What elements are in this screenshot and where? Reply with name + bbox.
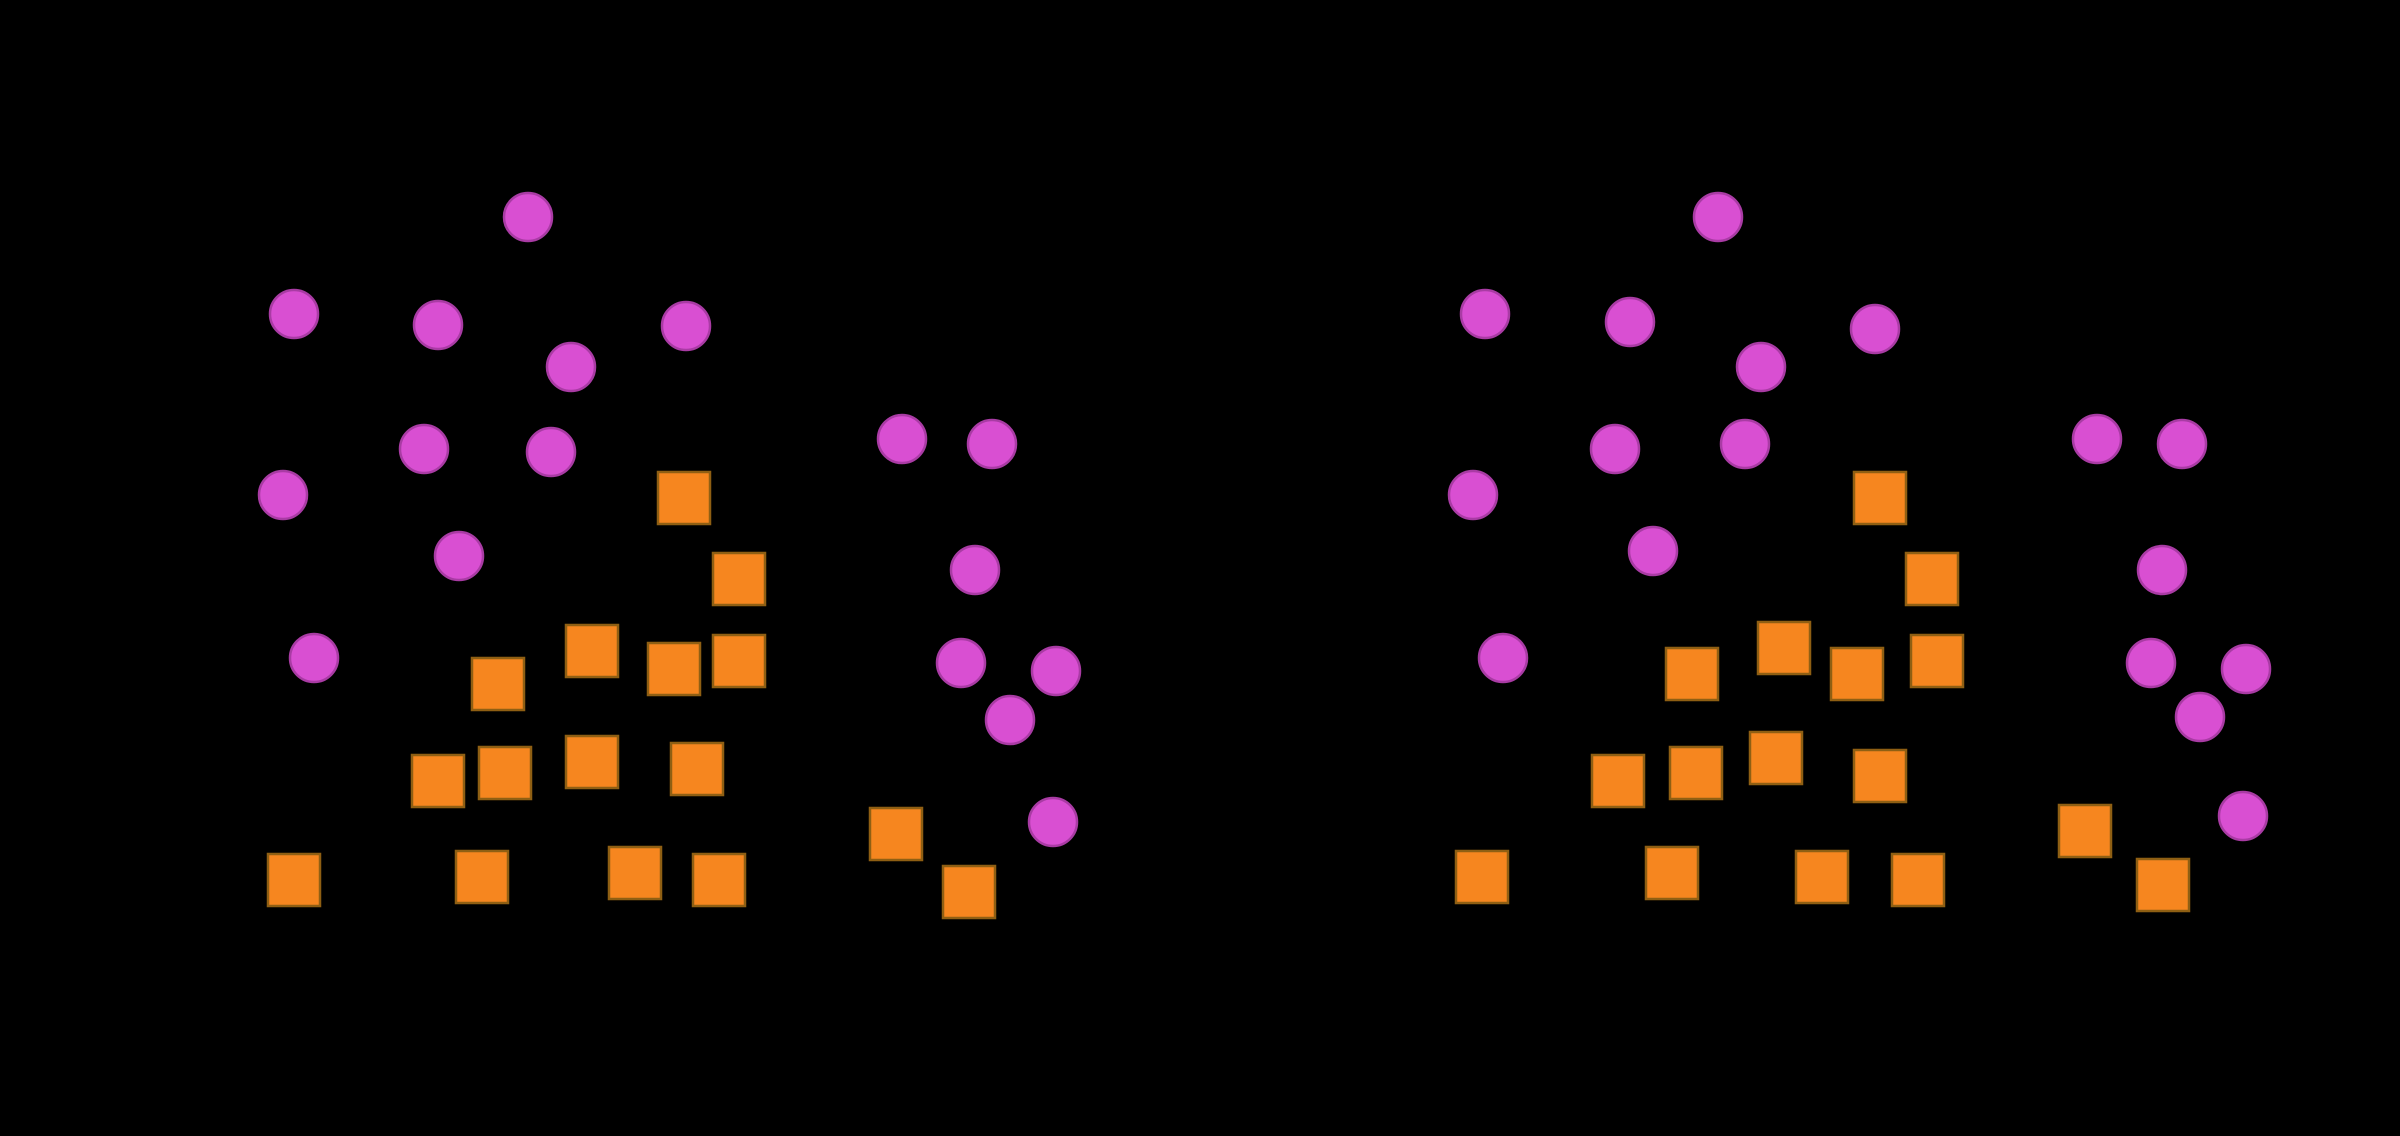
data-point-circle <box>1027 796 1079 848</box>
data-point-circle <box>525 426 577 478</box>
data-point-square <box>564 734 620 790</box>
data-point-square <box>266 852 322 908</box>
data-point-square <box>711 551 767 607</box>
data-point-circle <box>1735 341 1787 393</box>
data-point-circle <box>1627 525 1679 577</box>
data-point-circle <box>268 288 320 340</box>
data-point-circle <box>1604 296 1656 348</box>
data-point-square <box>691 852 747 908</box>
data-point-circle <box>984 694 1036 746</box>
data-point-square <box>454 849 510 905</box>
data-point-square <box>1904 551 1960 607</box>
data-point-circle <box>398 423 450 475</box>
data-point-circle <box>966 418 1018 470</box>
data-point-square <box>711 633 767 689</box>
data-point-circle <box>1692 191 1744 243</box>
data-point-square <box>1664 646 1720 702</box>
data-point-square <box>941 864 997 920</box>
data-point-square <box>1852 748 1908 804</box>
data-point-square <box>1668 745 1724 801</box>
data-point-circle <box>2136 544 2188 596</box>
data-point-circle <box>433 530 485 582</box>
data-point-square <box>1794 849 1850 905</box>
data-point-square <box>477 745 533 801</box>
data-point-square <box>1454 849 1510 905</box>
data-point-circle <box>257 469 309 521</box>
data-point-square <box>410 753 466 809</box>
data-point-circle <box>2174 691 2226 743</box>
data-point-circle <box>1719 418 1771 470</box>
data-point-square <box>669 741 725 797</box>
data-point-circle <box>412 299 464 351</box>
data-point-circle <box>2220 643 2272 695</box>
data-point-square <box>607 845 663 901</box>
data-point-circle <box>2125 637 2177 689</box>
data-point-square <box>1852 470 1908 526</box>
data-point-square <box>868 806 924 862</box>
data-point-circle <box>1030 645 1082 697</box>
data-point-circle <box>502 191 554 243</box>
data-point-circle <box>288 632 340 684</box>
data-point-circle <box>2217 790 2269 842</box>
data-point-circle <box>935 637 987 689</box>
data-point-square <box>1756 620 1812 676</box>
data-point-circle <box>660 300 712 352</box>
data-point-square <box>646 641 702 697</box>
scatter-panel-right <box>1447 191 2272 913</box>
data-point-circle <box>2071 413 2123 465</box>
data-point-circle <box>876 413 928 465</box>
data-point-square <box>564 623 620 679</box>
data-point-square <box>1644 845 1700 901</box>
data-point-circle <box>949 544 1001 596</box>
data-point-circle <box>1447 469 1499 521</box>
data-point-square <box>2057 803 2113 859</box>
data-point-square <box>656 470 712 526</box>
data-point-square <box>1909 633 1965 689</box>
data-point-square <box>1890 852 1946 908</box>
data-point-square <box>2135 857 2191 913</box>
data-point-square <box>1829 646 1885 702</box>
scatter-panel-left <box>257 191 1082 920</box>
data-point-circle <box>1589 423 1641 475</box>
data-point-circle <box>2156 418 2208 470</box>
data-point-square <box>1748 730 1804 786</box>
data-point-square <box>1590 753 1646 809</box>
data-point-circle <box>1849 303 1901 355</box>
data-point-circle <box>1477 632 1529 684</box>
data-point-circle <box>1459 288 1511 340</box>
data-point-circle <box>545 341 597 393</box>
data-point-square <box>470 656 526 712</box>
